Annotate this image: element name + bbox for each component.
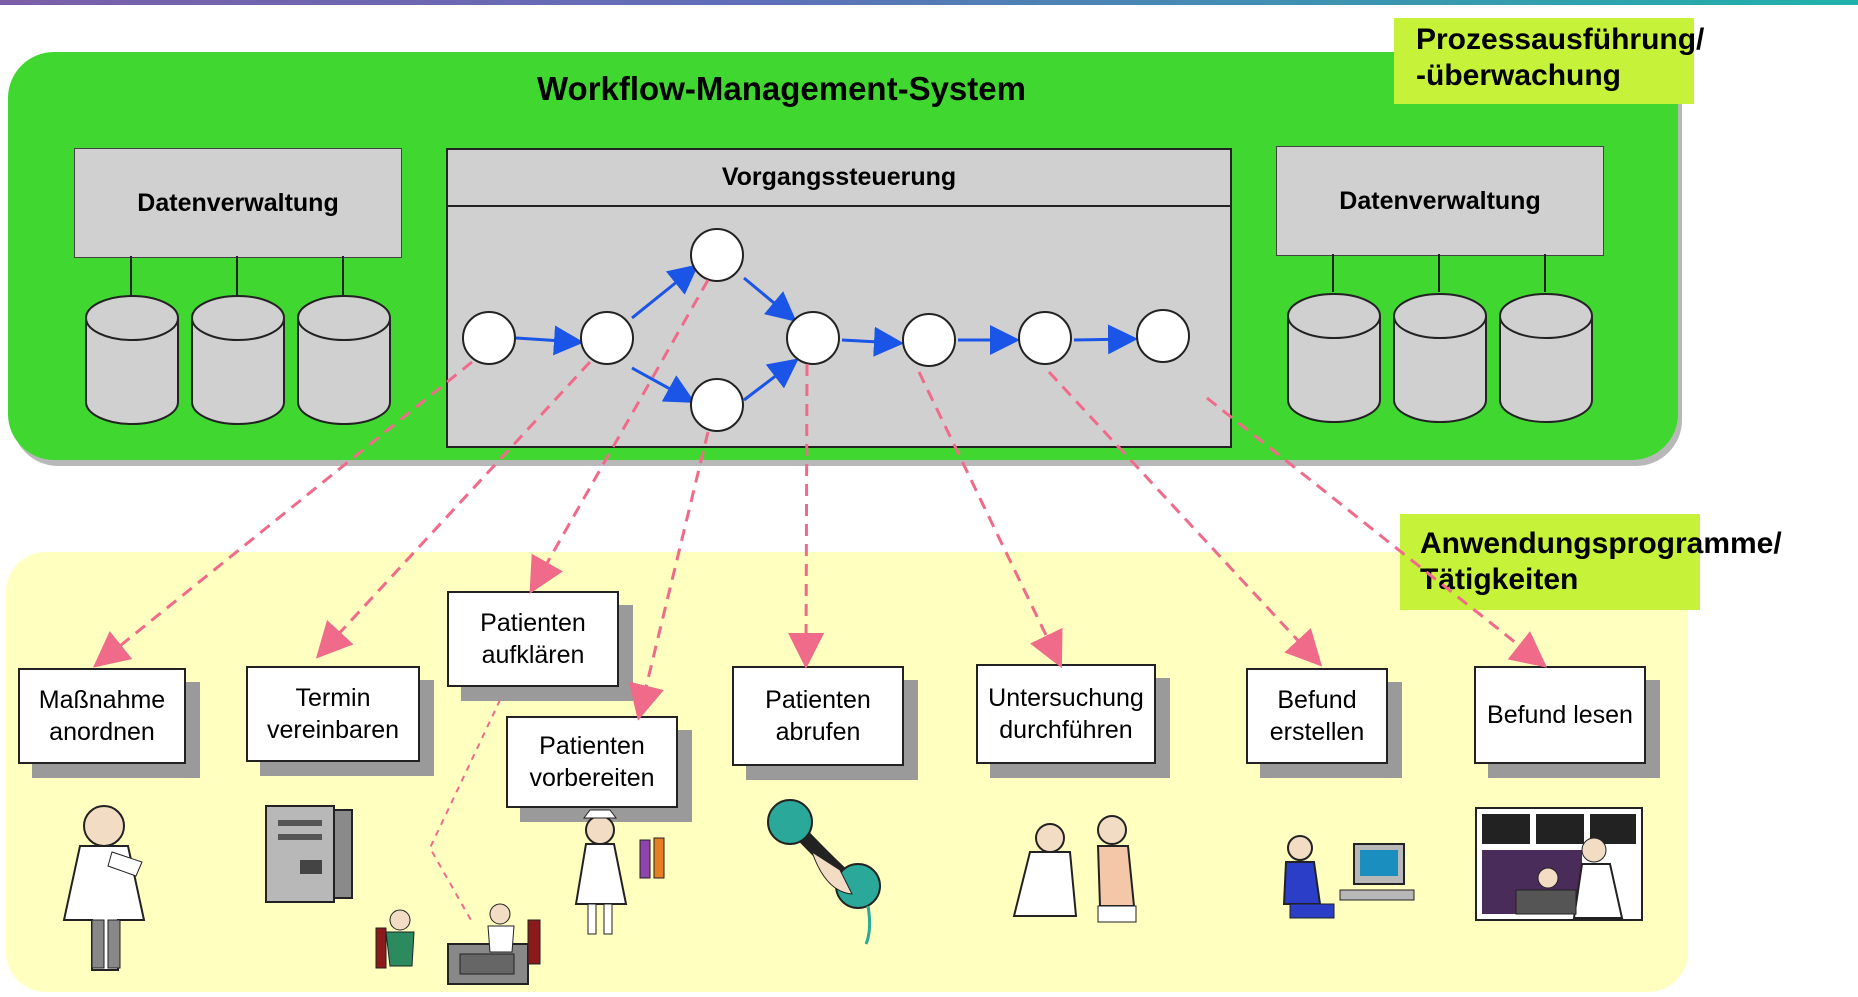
task-label: Untersuchung durchführen	[988, 684, 1144, 744]
task-label: Patienten abrufen	[765, 686, 871, 746]
task-label: Termin vereinbaren	[266, 684, 400, 744]
task-label: Patienten vorbereiten	[529, 732, 655, 792]
workflow-node	[580, 311, 634, 365]
workflow-nodes	[462, 228, 1190, 432]
workflow-node	[1018, 311, 1072, 365]
workflow-node	[786, 311, 840, 365]
process-control-label: Vorgangssteuerung	[721, 163, 957, 191]
task-patienten-aufklaeren: Patienten aufklären	[447, 591, 619, 687]
computer-worker-icon	[1282, 835, 1415, 919]
process-execution-text: Prozessausführung/ -überwachung	[1416, 23, 1705, 92]
computer-server-icon	[265, 805, 353, 903]
task-befund-lesen: Befund lesen	[1474, 666, 1646, 764]
data-management-right: Datenverwaltung	[1276, 146, 1604, 256]
workflow-node	[902, 313, 956, 367]
nurse-icon	[574, 809, 665, 935]
telephone-icon	[767, 799, 881, 945]
process-control-box: Vorgangssteuerung	[446, 148, 1232, 448]
workflow-node	[690, 378, 744, 432]
radiology-icon	[1475, 807, 1643, 921]
data-management-right-label: Datenverwaltung	[1339, 186, 1541, 215]
wms-title: Workflow-Management-System	[537, 70, 1026, 107]
assignment-arrows	[92, 279, 1548, 721]
workflow-node	[1136, 309, 1190, 363]
consultation-icon	[375, 903, 541, 985]
data-management-left-label: Datenverwaltung	[137, 188, 339, 217]
doctor-icon	[62, 805, 146, 971]
data-management-left: Datenverwaltung	[74, 148, 402, 258]
workflow-node	[462, 311, 516, 365]
database-icon	[85, 295, 179, 425]
task-label: Patienten aufklären	[480, 609, 586, 669]
task-label: Befund erstellen	[1269, 686, 1365, 746]
task-label: Maßnahme anordnen	[38, 686, 166, 746]
examination-icon	[1012, 815, 1137, 923]
process-control-header: Vorgangssteuerung	[448, 150, 1230, 207]
task-patienten-abrufen: Patienten abrufen	[732, 666, 904, 766]
applications-area	[6, 552, 1688, 992]
process-execution-label: Prozessausführung/ -überwachung	[1394, 18, 1704, 104]
thin-dashed-link	[428, 699, 501, 923]
task-massnahme-anordnen: Maßnahme anordnen	[18, 668, 186, 764]
workflow-node	[690, 228, 744, 282]
task-patienten-vorbereiten: Patienten vorbereiten	[506, 716, 678, 808]
workflow-arrows	[515, 264, 1138, 403]
applications-label: Anwendungsprogramme/ Tätigkeiten	[1400, 514, 1782, 610]
applications-label-text: Anwendungsprogramme/ Tätigkeiten	[1420, 527, 1782, 596]
task-befund-erstellen: Befund erstellen	[1246, 668, 1388, 764]
database-cylinders-right	[1287, 254, 1593, 423]
database-icon	[191, 295, 285, 425]
database-cylinders-left	[85, 256, 391, 425]
database-icon	[1287, 293, 1381, 423]
task-termin-vereinbaren: Termin vereinbaren	[246, 666, 420, 762]
task-untersuchung-durchfuehren: Untersuchung durchführen	[976, 664, 1156, 764]
database-icon	[1393, 293, 1487, 423]
database-icon	[297, 295, 391, 425]
database-icon	[1499, 293, 1593, 423]
task-label: Befund lesen	[1487, 701, 1633, 729]
top-gradient-bar	[0, 0, 1858, 5]
